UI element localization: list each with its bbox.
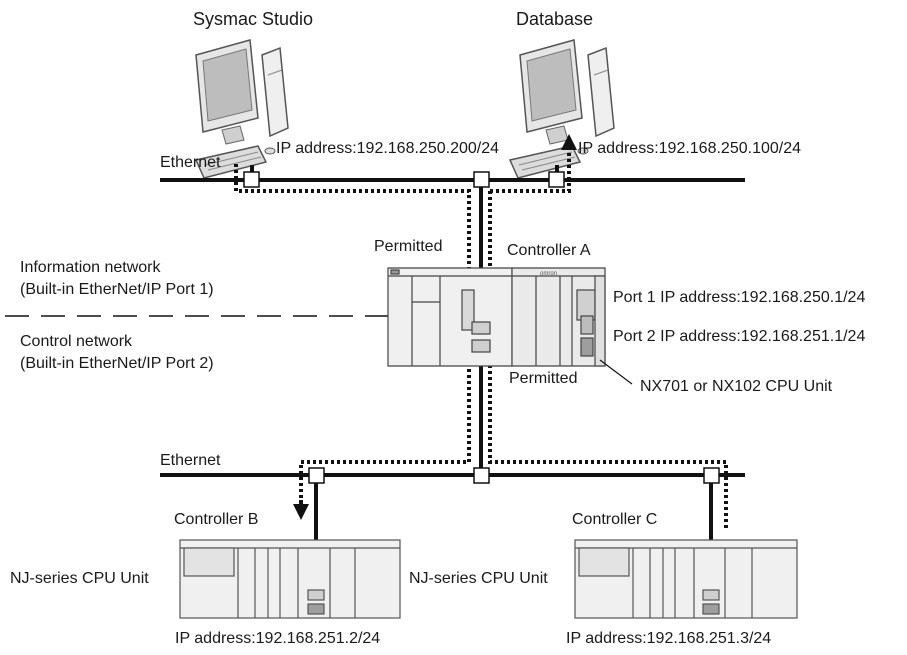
controller-c-ip-label: IP address:192.168.251.3/24 [566,630,772,647]
switch-c-icon [703,467,720,484]
permitted-bottom-label: Permitted [509,370,578,387]
control-network-line2: (Built-in EtherNet/IP Port 2) [20,355,214,372]
omron-logo: omron [540,271,557,277]
sysmac-ip-label: IP address:192.168.250.200/24 [276,140,499,157]
controller-b-label: Controller B [174,511,259,528]
database-label: Database [516,9,594,29]
upper-ethernet-label: Ethernet [160,154,221,171]
sysmac-computer-icon [194,39,289,179]
controller-c-label: Controller C [572,511,658,528]
controller-c-unit-label: NJ-series CPU Unit [409,570,548,587]
controller-b-device-icon [179,539,401,619]
switch-b-icon [308,467,325,484]
lower-ethernet-label: Ethernet [160,452,221,469]
controller-c-device-icon [574,539,798,619]
sysmac-studio-label: Sysmac Studio [193,9,314,29]
permitted-path [234,148,728,530]
controller-b-unit-label: NJ-series CPU Unit [10,570,149,587]
controller-b-ip-label: IP address:192.168.251.2/24 [175,630,381,647]
port2-ip-label: Port 2 IP address:192.168.251.1/24 [613,328,866,345]
unit-leader-line [599,359,633,385]
controller-a-label: Controller A [507,242,591,259]
switch-database-icon [548,171,565,188]
control-network-line1: Control network [20,333,133,350]
switch-center-icon [473,171,490,188]
switch-lower-center-icon [473,467,490,484]
controller-a-unit-label: NX701 or NX102 CPU Unit [640,378,833,395]
information-network-line2: (Built-in EtherNet/IP Port 1) [20,281,214,298]
port1-ip-label: Port 1 IP address:192.168.250.1/24 [613,289,866,306]
database-ip-label: IP address:192.168.250.100/24 [578,140,801,157]
information-network-line1: Information network [20,259,161,276]
database-computer-icon [508,39,615,179]
permitted-top-label: Permitted [374,238,443,255]
controller-a-device-icon [387,267,606,367]
switch-sysmac-icon [243,171,260,188]
